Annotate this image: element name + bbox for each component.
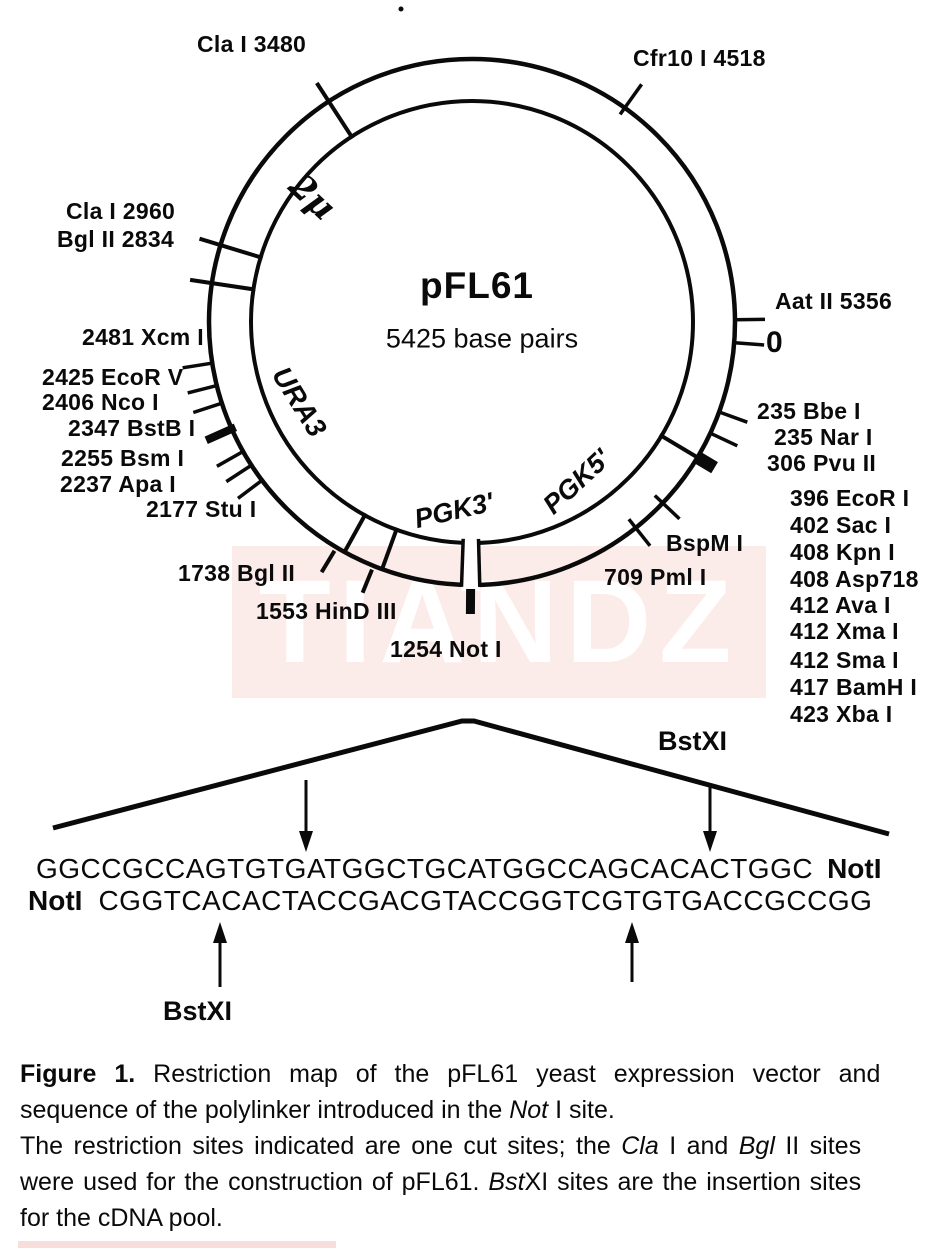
plasmid-size: 5425 base pairs <box>385 323 579 354</box>
site-label-bgl2-2834: Bgl II 2834 <box>57 226 175 252</box>
site-label-xma1-412: 412 Xma I <box>790 618 899 644</box>
site-label-xcm1-2481: 2481 Xcm I <box>82 324 204 350</box>
scan-speck <box>398 6 404 12</box>
boundary-bgl2-2834 <box>189 277 256 292</box>
caption-line-3: The restriction sites indicated are one … <box>20 1132 862 1160</box>
site-label-nar1-235: 235 Nar I <box>774 424 873 450</box>
tick-xcm1-2481 <box>182 361 215 370</box>
site-label-bamh1-417: 417 BamH I <box>790 674 918 700</box>
site-label-pvu2-306: 306 Pvu II <box>767 450 877 476</box>
site-label-bgl2-1738: 1738 Bgl II <box>178 560 296 586</box>
site-label-xba1-423: 423 Xba I <box>790 701 893 727</box>
site-label-sma1-412: 412 Sma I <box>790 647 899 673</box>
region-label-ura3: URA3 <box>266 361 333 443</box>
caption-figure-label: Figure 1. <box>20 1060 136 1088</box>
tick-origin-0 <box>733 340 765 347</box>
boundary-bgl2-1738-dash <box>319 549 337 574</box>
noti-gap <box>461 534 480 591</box>
boundary-hind3-1553-dash <box>360 568 374 594</box>
noti-label-bottom-strand: NotI <box>28 885 83 916</box>
tick-nco1-2406 <box>192 400 225 415</box>
sequence-bottom-strand: NotI CGGTCACACTACCGACGTACCGGTCGTGTGACCGCC… <box>28 885 872 917</box>
site-label-apa1-2237: 2237 Apa I <box>60 471 176 497</box>
boundary-pgk5 <box>658 433 699 460</box>
top-strand-bases: GGCCGCCAGTGTGATGGCTGCATGGCCAGCACACTGGC <box>36 853 814 884</box>
figure-caption: Figure 1. Restriction map of the pFL61 y… <box>20 1056 938 1236</box>
tick-bstb1-2347 <box>204 423 238 444</box>
tick-bbe1-nar1-235 <box>717 409 748 424</box>
origin-zero-label: 0 <box>766 326 783 359</box>
watermark-strip <box>18 1241 336 1248</box>
tick-cfr10-4518 <box>618 83 644 116</box>
site-label-kpn1-408: 408 Kpn I <box>790 539 895 565</box>
tick-stu1-2177 <box>236 477 265 500</box>
noti-gap-line-left <box>459 538 465 587</box>
caption-line-4: were used for the construction of pFL61.… <box>20 1168 862 1196</box>
cut-arrow-bottom-right-head <box>625 922 639 943</box>
site-label-aat2-5356: Aat II 5356 <box>775 288 893 314</box>
bstxi-label-bottom: BstXI <box>163 996 233 1026</box>
caption-line-1: Figure 1. Restriction map of the pFL61 y… <box>20 1060 881 1088</box>
noti-gap-line-right <box>476 538 482 587</box>
watermark: TIANDZ <box>232 546 766 698</box>
caption-line-2: sequence of the polylinker introduced in… <box>20 1096 615 1124</box>
boundary-hind3-1553 <box>380 527 399 569</box>
site-label-pml1-709: 709 Pml I <box>604 564 707 590</box>
polylinker-marker-wedge <box>694 451 718 474</box>
boundary-bgl2-1738 <box>343 512 368 553</box>
site-label-ecorv-2425: 2425 EcoR V <box>42 364 184 390</box>
bstxi-label-top: BstXI <box>658 726 728 756</box>
cut-arrow-top-right-head <box>703 831 717 852</box>
bottom-strand-bases: CGGTCACACTACCGACGTACCGGTCGTGTGACCGCCGG <box>98 885 873 916</box>
site-label-bbe1-235: 235 Bbe I <box>757 398 861 424</box>
tick-pvu2-306 <box>708 431 739 448</box>
site-label-cfr10-4518: Cfr10 I 4518 <box>633 45 766 71</box>
noti-label-top-strand: NotI <box>827 853 882 884</box>
tick-apa1-2237 <box>225 462 255 484</box>
cut-arrow-bottom-left-head <box>213 922 227 943</box>
site-label-bspm1: BspM I <box>666 530 744 556</box>
site-label-ava1-412: 412 Ava I <box>790 592 891 618</box>
cut-arrow-top-left-head <box>299 831 313 852</box>
tick-pml1-709 <box>627 518 652 547</box>
sequence-top-strand: GGCCGCCAGTGTGATGGCTGCATGGCCAGCACACTGGC No… <box>36 853 882 885</box>
plasmid-name: pFL61 <box>420 265 534 306</box>
site-label-asp718-408: 408 Asp718 <box>790 566 919 592</box>
site-label-ecor1-396: 396 EcoR I <box>790 485 910 511</box>
site-label-nco1-2406: 2406 Nco I <box>42 389 159 415</box>
tick-bsm1-2255 <box>216 448 246 468</box>
boundary-cla1-2960 <box>198 236 264 260</box>
site-label-cla1-3480: Cla I 3480 <box>197 31 307 57</box>
site-label-bsm1-2255: 2255 Bsm I <box>61 445 185 471</box>
site-label-sac1-402: 402 Sac I <box>790 512 892 538</box>
region-label-pgk3: PGK3' <box>411 486 497 535</box>
site-label-stu1-2177: 2177 Stu I <box>146 496 257 522</box>
boundary-cla1-3480 <box>315 81 355 140</box>
tick-bspm1 <box>653 494 681 521</box>
site-label-not1-1254: 1254 Not I <box>390 636 502 662</box>
site-label-hind3-1553: 1553 HinD III <box>256 598 397 624</box>
caption-line-5: for the cDNA pool. <box>20 1204 223 1232</box>
tick-ecorv-2425 <box>187 383 220 395</box>
expansion-bracket <box>52 718 890 837</box>
region-label-pgk5: PGK5' <box>537 443 617 520</box>
site-label-bstb1-2347: 2347 BstB I <box>68 415 196 441</box>
site-label-cla1-2960: Cla I 2960 <box>66 198 176 224</box>
region-label-2micron: 2μ <box>280 165 344 229</box>
watermark-text: TIANDZ <box>258 556 740 688</box>
